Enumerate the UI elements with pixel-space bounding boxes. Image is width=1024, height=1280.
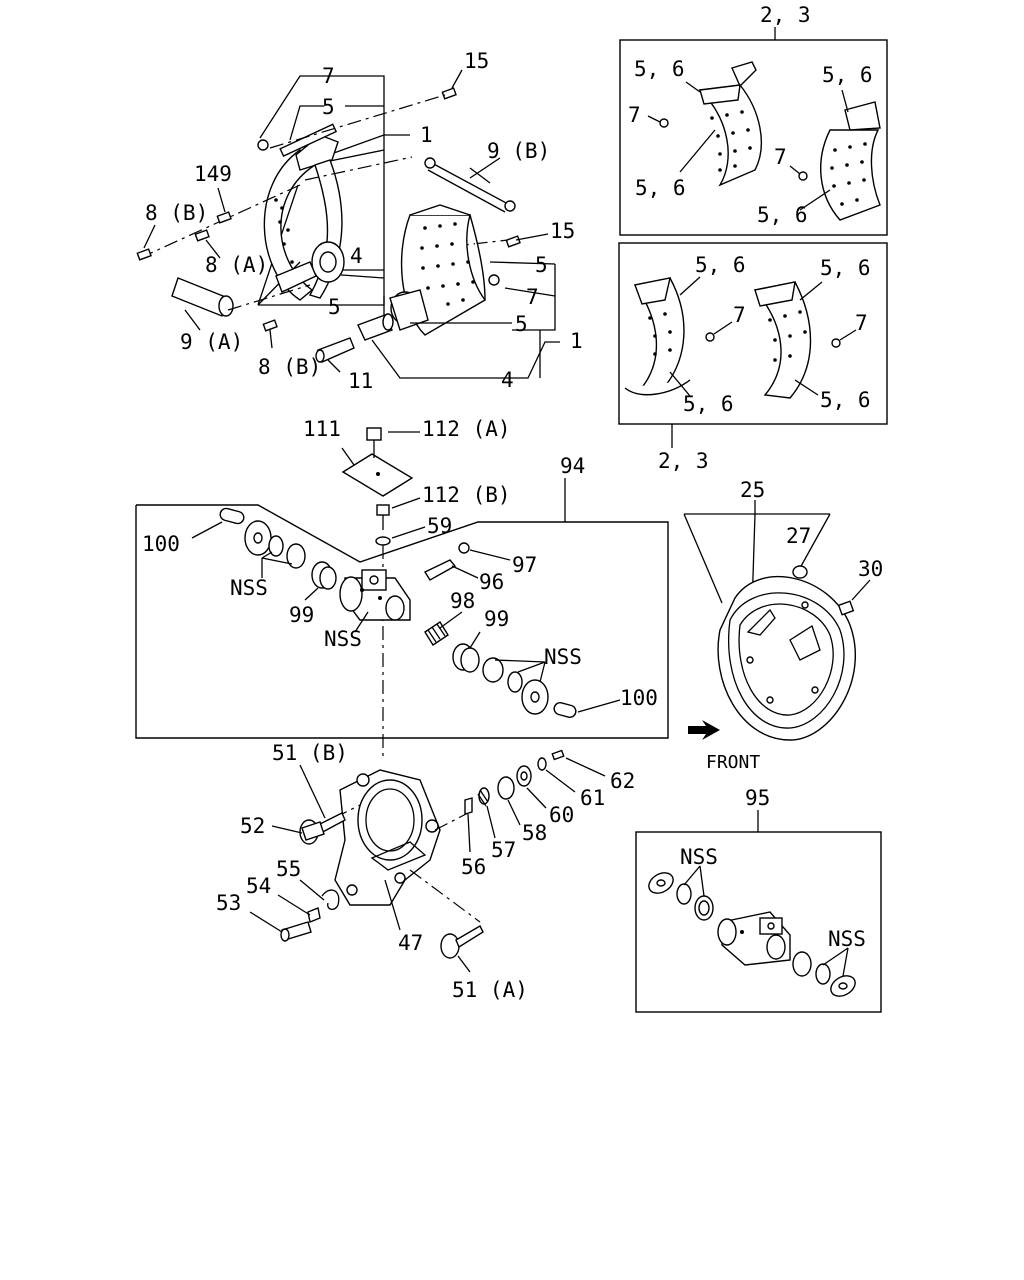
- callout-54: 54: [246, 874, 271, 898]
- callout-7-f: 7: [855, 311, 868, 335]
- callout-8a: 8 (A): [205, 253, 268, 277]
- callout-5-6-b: 5, 6: [822, 63, 873, 87]
- lining-box-top: [619, 39, 888, 236]
- callout-58: 58: [522, 821, 547, 845]
- callout-52: 52: [240, 814, 265, 838]
- callout-8b-lower: 8 (B): [258, 355, 321, 379]
- callout-149: 149: [194, 162, 232, 186]
- callout-5-top: 5: [322, 95, 335, 119]
- callout-47: 47: [398, 931, 423, 955]
- callout-100-right: 100: [620, 686, 658, 710]
- callout-15-mid: 15: [550, 219, 575, 243]
- callout-5-6-a: 5, 6: [634, 57, 685, 81]
- callout-30: 30: [858, 557, 883, 581]
- repair-kit-box: [635, 831, 882, 1013]
- callout-51a: 51 (A): [452, 978, 528, 1002]
- backing-plate: 25 27 30 FRONT: [683, 478, 883, 773]
- callout-59: 59: [427, 514, 452, 538]
- callout-112b: 112 (B): [422, 483, 511, 507]
- front-arrow-icon: [688, 720, 720, 740]
- callout-94: 94: [560, 454, 585, 478]
- callout-27: 27: [786, 524, 811, 548]
- wheel-cylinder-labels: 111 112 (A) 94 112 (B) 59 100 97 NSS 96 …: [142, 417, 658, 710]
- callout-1-top: 1: [420, 123, 433, 147]
- front-direction-label: FRONT: [706, 752, 760, 773]
- callout-96: 96: [479, 570, 504, 594]
- callout-7-c: 7: [628, 103, 641, 127]
- callout-5-6-g: 5, 6: [683, 392, 734, 416]
- callout-4-right: 4: [501, 368, 514, 392]
- callout-4-left: 4: [350, 244, 363, 268]
- callout-7-e: 7: [733, 303, 746, 327]
- callout-2-3-bottom: 2, 3: [658, 449, 709, 473]
- brake-shoe-assembly: [136, 69, 560, 379]
- lining-box-bottom: [618, 242, 888, 425]
- callout-51b: 51 (B): [272, 741, 348, 765]
- callout-99-left: 99: [289, 603, 314, 627]
- callout-5-right-upper: 5: [535, 253, 548, 277]
- shoe-assembly-labels: 15 7 5 1 149 9 (B) 8 (B) 8 (A) 15 4 5 5 …: [145, 49, 583, 393]
- callout-5-6-e: 5, 6: [695, 253, 746, 277]
- callout-nss-left: NSS: [230, 576, 268, 600]
- wheel-cylinder-assembly: [135, 427, 669, 760]
- callout-nss-kit-right: NSS: [828, 927, 866, 951]
- callout-9b: 9 (B): [487, 139, 550, 163]
- callout-95: 95: [745, 786, 770, 810]
- callout-5-6-h: 5, 6: [820, 388, 871, 412]
- callout-15-top: 15: [464, 49, 489, 73]
- callout-97: 97: [512, 553, 537, 577]
- callout-7-d: 7: [774, 145, 787, 169]
- callout-nss-right: NSS: [544, 645, 582, 669]
- callout-nss-kit-left: NSS: [680, 845, 718, 869]
- callout-5-left-lower: 5: [328, 295, 341, 319]
- repair-kit-95: 95 NSS NSS: [635, 786, 882, 1013]
- callout-5-6-f: 5, 6: [820, 256, 871, 280]
- callout-25: 25: [740, 478, 765, 502]
- callout-nss-body: NSS: [324, 627, 362, 651]
- callout-5-6-d: 5, 6: [757, 203, 808, 227]
- callout-55: 55: [276, 857, 301, 881]
- callout-111: 111: [303, 417, 341, 441]
- callout-8b-upper: 8 (B): [145, 201, 208, 225]
- callout-61: 61: [580, 786, 605, 810]
- callout-60: 60: [549, 803, 574, 827]
- callout-5-right-lower: 5: [515, 312, 528, 336]
- callout-7-right: 7: [526, 285, 539, 309]
- callout-11: 11: [348, 369, 373, 393]
- callout-112a: 112 (A): [422, 417, 511, 441]
- callout-62: 62: [610, 769, 635, 793]
- callout-2-3-top: 2, 3: [760, 3, 811, 27]
- callout-9a: 9 (A): [180, 330, 243, 354]
- lining-kits: 2, 3 5, 6 5, 6 7 7: [618, 3, 888, 473]
- callout-7-top: 7: [322, 64, 335, 88]
- callout-1-right: 1: [570, 329, 583, 353]
- anchor-bracket-assembly: 51 (B) 52 62 61 60 58 57 56 55 54 53 47 …: [216, 741, 635, 1002]
- callout-100-left: 100: [142, 532, 180, 556]
- callout-53: 53: [216, 891, 241, 915]
- callout-57: 57: [491, 838, 516, 862]
- callout-56: 56: [461, 855, 486, 879]
- callout-99-right: 99: [484, 607, 509, 631]
- callout-5-6-c: 5, 6: [635, 176, 686, 200]
- callout-98: 98: [450, 589, 475, 613]
